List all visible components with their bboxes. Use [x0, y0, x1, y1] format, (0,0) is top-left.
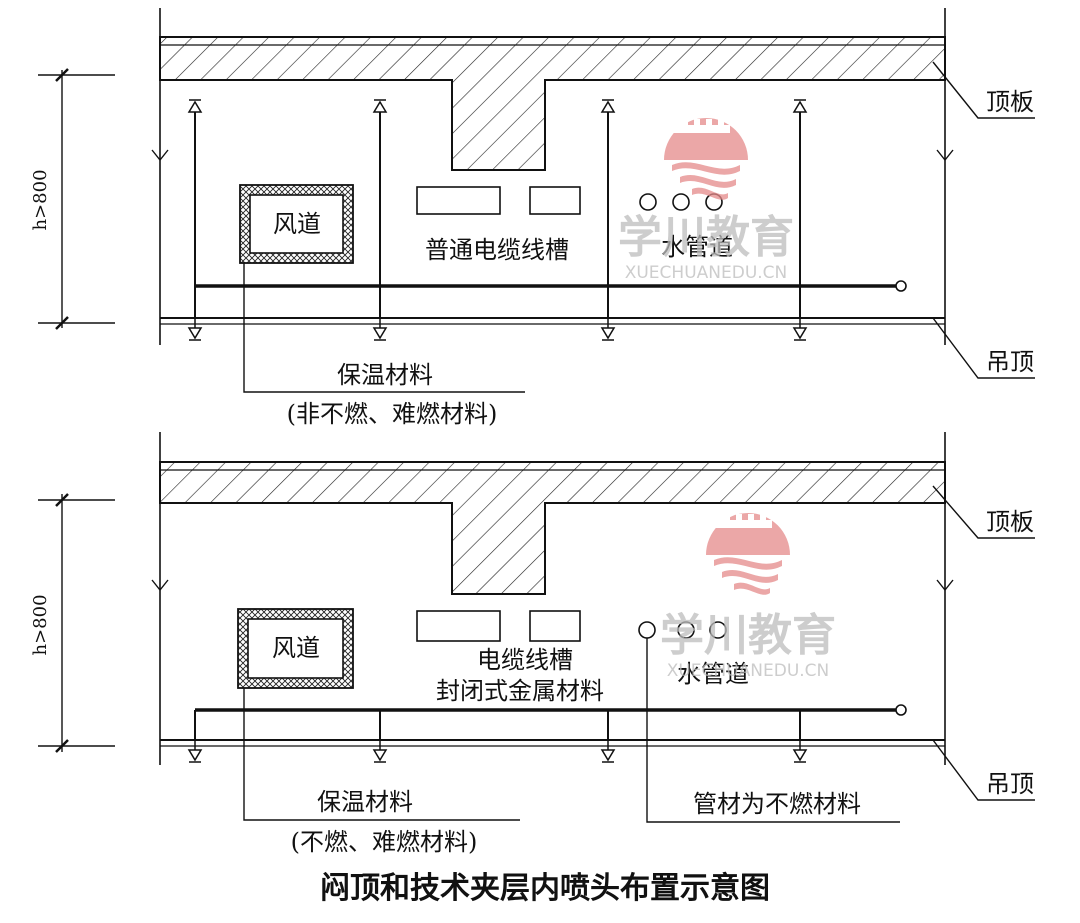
top-pipe-end-cap	[895, 280, 907, 292]
bottom-duct-label: 风道	[272, 634, 320, 662]
bottom-insulation-label: 保温材料	[317, 788, 413, 816]
bottom-cable-tray-1	[416, 610, 501, 642]
bottom-left-break-mark	[151, 579, 169, 592]
bottom-pipe-material-leader	[646, 638, 900, 823]
top-pendent-sprinkler-icon	[373, 317, 387, 341]
bottom-ceiling-leader	[932, 739, 1035, 801]
great-wall-logo-icon	[706, 513, 790, 595]
bottom-roof-label: 顶板	[986, 508, 1034, 536]
bottom-right-break-mark	[936, 579, 954, 592]
top-upright-sprinkler-icon	[373, 99, 387, 123]
watermark-bottom-brand: 学川教育	[660, 610, 836, 661]
top-right-break-mark	[936, 149, 954, 162]
top-water-pipe-label: 水管道	[661, 233, 733, 261]
top-cable-tray-label: 普通电缆线槽	[425, 236, 569, 264]
watermark-bottom: 学川教育 XUECHUANEDU.CN	[660, 513, 836, 681]
bottom-cable-tray-label-2: 封闭式金属材料	[436, 677, 604, 705]
top-pendent-sprinkler-icon	[601, 317, 615, 341]
bottom-pendent-sprinkler-icon	[601, 739, 615, 763]
bottom-ceiling-label: 吊顶	[986, 770, 1034, 798]
top-water-pipe-2	[672, 193, 690, 211]
top-pendent-sprinkler-icon	[793, 317, 807, 341]
top-insulation-note: (非不燃、难燃材料)	[287, 400, 498, 428]
bottom-water-pipe-1	[638, 621, 656, 639]
great-wall-logo-icon	[664, 118, 748, 200]
bottom-pendent-sprinkler-icon	[793, 739, 807, 763]
top-roof-label: 顶板	[986, 88, 1034, 116]
top-height-dim-label: h>800	[30, 169, 51, 230]
top-duct-label: 风道	[273, 210, 321, 238]
watermark-top-brand: 学川教育	[618, 212, 794, 263]
top-cable-tray-2	[529, 186, 581, 215]
bottom-air-duct	[247, 618, 344, 679]
bottom-dim-tick-upper	[55, 493, 69, 507]
diagram-caption: 闷顶和技术夹层内喷头布置示意图	[320, 871, 770, 906]
top-insulation-label: 保温材料	[337, 361, 433, 389]
bottom-water-pipe-2	[677, 621, 695, 639]
top-insulation-leader	[243, 263, 525, 393]
top-upright-sprinkler-icon	[601, 99, 615, 123]
bottom-roof-leader	[932, 485, 1035, 539]
top-air-duct	[249, 194, 344, 254]
bottom-water-pipe-3	[709, 621, 727, 639]
bottom-cable-tray-2	[529, 610, 581, 642]
bottom-pipe-end-cap	[895, 704, 907, 716]
bottom-panel: h>800 风道 电缆线槽 封闭式金属材料 水管道 保温材料 (不燃、难燃材料)…	[30, 432, 1035, 856]
top-dim-tick-upper	[55, 68, 69, 82]
watermark-top-url: XUECHUANEDU.CN	[625, 263, 788, 283]
top-upright-sprinkler-icon	[188, 99, 202, 123]
top-ceiling-label: 吊顶	[986, 348, 1034, 376]
bottom-cable-tray-label-1: 电缆线槽	[477, 646, 573, 674]
bottom-roof-slab	[159, 461, 946, 595]
top-water-pipe-1	[639, 193, 657, 211]
bottom-insulation-leader	[243, 688, 520, 821]
top-pendent-sprinkler-icon	[188, 317, 202, 341]
bottom-pendent-sprinkler-icon	[373, 739, 387, 763]
watermark-top: 学川教育 XUECHUANEDU.CN	[618, 118, 794, 283]
top-panel: h>800 风道 普通电缆线槽 水管道 保温材料 (非不燃、难燃材料	[30, 8, 1035, 428]
top-left-break-mark	[151, 149, 169, 162]
top-roof-slab	[159, 36, 946, 171]
bottom-height-dim-label: h>800	[30, 594, 51, 655]
bottom-pipe-material-label: 管材为不燃材料	[693, 790, 861, 818]
top-ceiling-leader	[932, 317, 1035, 379]
bottom-water-pipe-label: 水管道	[677, 660, 749, 688]
bottom-pendent-sprinkler-icon	[188, 739, 202, 763]
bottom-dim-tick-lower	[55, 739, 69, 753]
top-upright-sprinkler-icon	[793, 99, 807, 123]
bottom-insulation-note: (不燃、难燃材料)	[291, 828, 478, 856]
top-dim-tick-lower	[55, 316, 69, 330]
top-cable-tray-1	[416, 186, 501, 215]
top-roof-leader	[932, 61, 1035, 119]
watermark-bottom-url: XUECHUANEDU.CN	[667, 661, 830, 681]
